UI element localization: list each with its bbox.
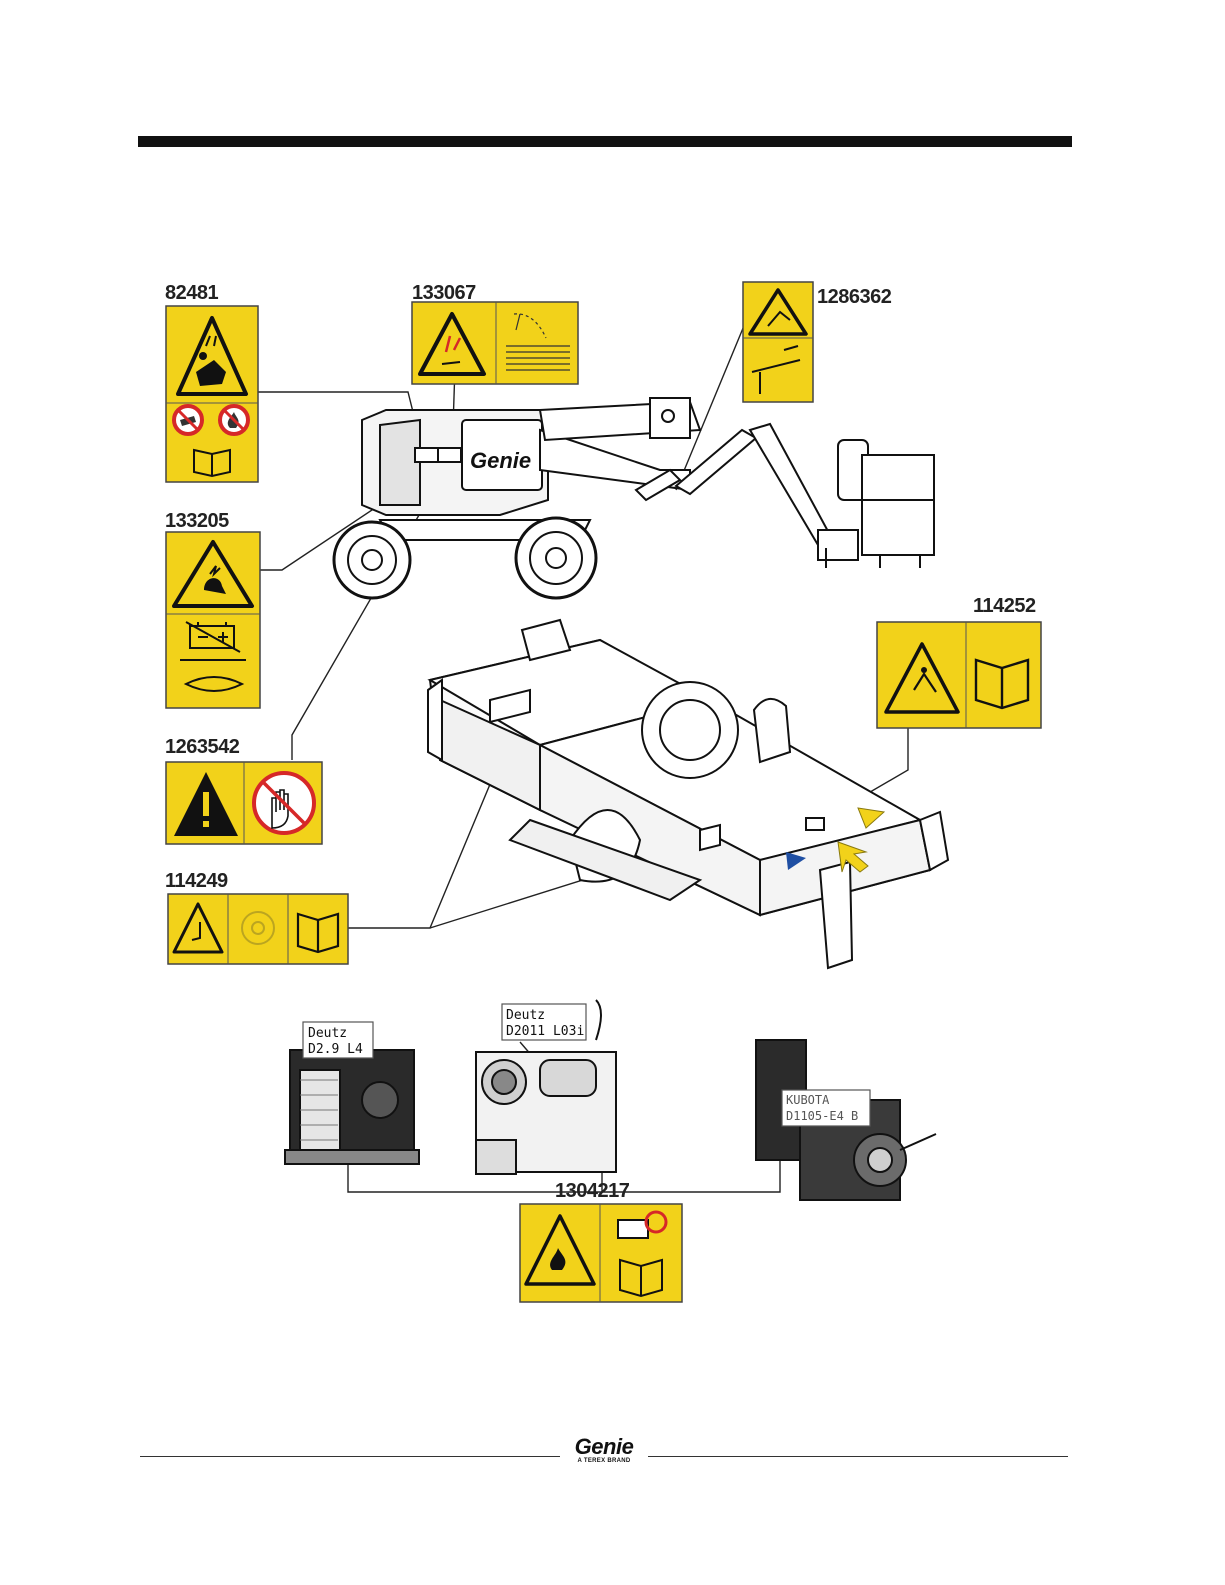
logo-tagline: A TEREX BRAND <box>566 1458 642 1464</box>
engine-label-1: Deutz D2011 L03i <box>502 1004 586 1040</box>
decal-82481 <box>166 306 258 482</box>
engine-label-line2: D1105-E4 B <box>786 1109 858 1123</box>
no-hand-icon <box>254 773 314 833</box>
engine-label-0: Deutz D2.9 L4 <box>303 1022 373 1058</box>
logo-wordmark: Genie <box>566 1436 642 1458</box>
genie-logo: Genie A TEREX BRAND <box>566 1436 642 1464</box>
footer-rule-left <box>140 1456 560 1457</box>
decal-1304217 <box>520 1204 682 1302</box>
no-smoking-icon <box>174 406 202 434</box>
chassis-illustration <box>428 620 948 968</box>
decal-133205 <box>166 532 260 708</box>
decal-1263542 <box>166 762 322 844</box>
machine-brand-label: Genie <box>470 448 531 473</box>
footer-rule-right <box>648 1456 1068 1457</box>
engine-label-2: KUBOTA D1105-E4 B <box>782 1090 870 1126</box>
no-flame-icon <box>220 406 248 434</box>
engine-label-line2: D2.9 L4 <box>308 1042 363 1057</box>
decal-114249 <box>168 894 348 964</box>
decal-1286362 <box>743 282 813 402</box>
decal-114252 <box>877 622 1041 728</box>
boom-lift-illustration: Genie <box>334 398 934 598</box>
engine-label-line1: Deutz <box>506 1008 545 1023</box>
engine-deutz-d29 <box>285 1050 419 1164</box>
engine-label-line1: Deutz <box>308 1026 347 1041</box>
engine-label-line2: D2011 L03i <box>506 1024 584 1039</box>
decal-133067 <box>412 302 578 384</box>
engine-label-line1: KUBOTA <box>786 1093 830 1107</box>
